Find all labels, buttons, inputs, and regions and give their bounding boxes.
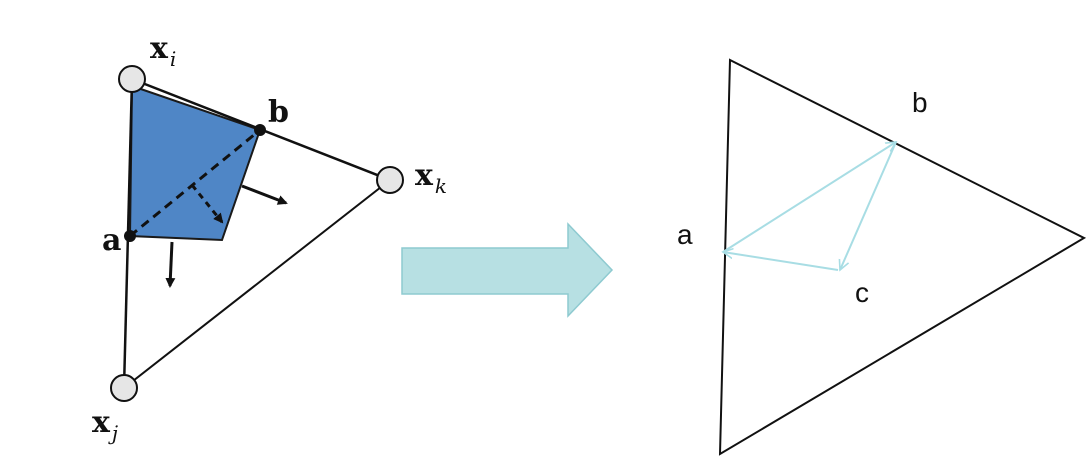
vertex-xj-node — [110, 374, 138, 402]
vertex-xk-node — [376, 166, 404, 194]
vector-c-to-a — [723, 252, 839, 271]
right-triangle — [718, 58, 1087, 456]
point-b — [254, 124, 266, 136]
vertex-xi-node — [118, 65, 146, 93]
edge-normal-arrow-down — [165, 241, 176, 288]
label-point-b: b — [268, 95, 289, 130]
label-right-c: c — [855, 277, 869, 308]
blue-region — [128, 84, 262, 242]
point-a — [124, 230, 136, 242]
label-point-a: a — [102, 223, 121, 258]
transition-arrow — [401, 222, 614, 318]
right-diagram: a b c — [677, 58, 1087, 456]
edge-xk-xj — [123, 179, 391, 389]
label-right-a: a — [677, 219, 693, 250]
edge-normal-arrow-right — [241, 184, 288, 205]
dashed-segment-ab — [129, 128, 261, 238]
label-right-b: b — [912, 87, 928, 118]
vector-b-to-c — [840, 141, 897, 270]
vector-a-to-b — [722, 142, 896, 253]
dashed-normal-arrow — [190, 184, 224, 224]
